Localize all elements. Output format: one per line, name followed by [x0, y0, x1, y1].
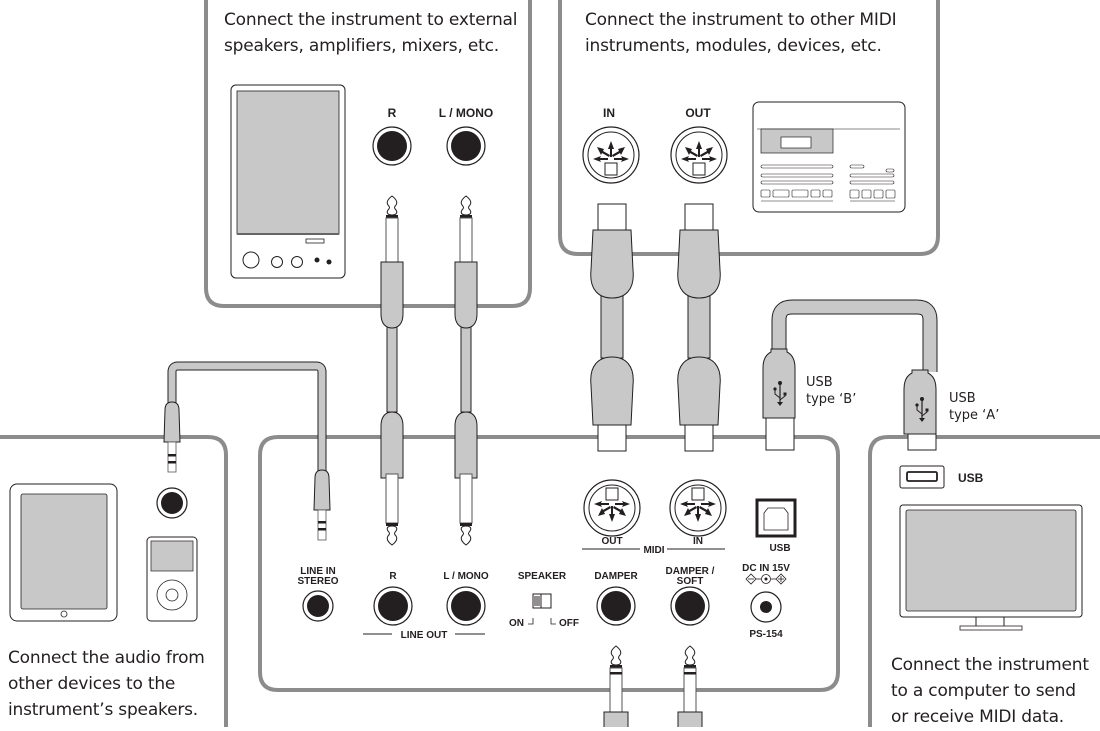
audio-input-caption: Connect the audio from other devices to …	[8, 645, 205, 723]
adapter-label: PS-154	[749, 629, 783, 640]
ext-midi-out-socket-icon	[670, 126, 728, 184]
ext-r-label: R	[388, 106, 397, 120]
speaker-on-label: ON	[509, 618, 524, 629]
dc-in-label: DC IN 15V	[742, 563, 790, 574]
damper-soft-pedal-plug	[677, 645, 703, 731]
usb-a-port-icon	[899, 465, 945, 489]
computer-panel	[868, 435, 1100, 727]
line-out-r-label: R	[389, 571, 397, 582]
line-in-jack-icon[interactable]	[302, 590, 334, 622]
tablet-icon	[9, 483, 118, 622]
ext-midi-in-label: IN	[603, 106, 615, 120]
usb-a-label-line2: type ‘A’	[949, 408, 999, 423]
ext-midi-in-socket-icon	[582, 126, 640, 184]
computer-caption-line3: or receive MIDI data.	[891, 707, 1065, 727]
midi-devices-caption: Connect the instrument to other MIDI ins…	[585, 7, 897, 59]
speaker-switch[interactable]	[528, 593, 556, 625]
line-out-lmono-jack-icon[interactable]	[446, 586, 486, 626]
midi-out-socket-icon[interactable]	[583, 479, 641, 537]
damper-soft-label-2: SOFT	[677, 576, 704, 587]
audio-input-caption-line3: instrument’s speakers.	[8, 700, 198, 720]
midi-devices-panel	[558, 0, 940, 256]
ext-lmono-jack-icon	[446, 126, 486, 166]
damper-label: DAMPER	[594, 571, 638, 582]
speaker-off-label: OFF	[559, 618, 579, 629]
midi-devices-caption-line2: instruments, modules, devices, etc.	[585, 36, 882, 56]
media-player-jack-icon	[156, 487, 188, 519]
audio-input-caption-line2: other devices to the	[8, 674, 176, 694]
computer-caption: Connect the instrument to a computer to …	[891, 652, 1089, 730]
midi-in-label: IN	[693, 536, 703, 547]
usb-b-label-line2: type ‘B’	[806, 392, 856, 407]
media-player-icon	[146, 536, 198, 622]
dc-polarity-icon	[745, 573, 787, 585]
ext-lmono-label: L / MONO	[439, 106, 493, 120]
midi-group-label: MIDI	[643, 545, 664, 556]
line-in-label-1: LINE IN	[300, 566, 336, 577]
usb-b-label-line1: USB	[806, 375, 833, 390]
audio-input-caption-line1: Connect the audio from	[8, 648, 205, 668]
damper-pedal-plug	[603, 645, 629, 731]
external-audio-panel	[204, 0, 532, 308]
dc-in-jack-icon[interactable]	[750, 591, 782, 623]
line-out-group-label: LINE OUT	[401, 630, 448, 641]
midi-module-icon	[752, 101, 906, 213]
ext-midi-out-label: OUT	[685, 106, 711, 120]
usb-b-port-icon[interactable]	[755, 498, 797, 538]
audio-input-panel	[0, 435, 228, 727]
computer-caption-line2: to a computer to send	[891, 681, 1076, 701]
computer-usb-label: USB	[958, 471, 984, 485]
midi-in-cable	[590, 203, 634, 452]
line-out-r-jack-icon[interactable]	[373, 586, 413, 626]
damper-soft-jack-icon[interactable]	[670, 586, 710, 626]
midi-out-cable	[677, 203, 721, 452]
line-out-lmono-label: L / MONO	[443, 571, 489, 582]
line-in-label-2: STEREO	[297, 576, 338, 587]
damper-jack-icon[interactable]	[596, 586, 636, 626]
line-out-r-cable	[380, 195, 404, 546]
damper-soft-label-1: DAMPER /	[666, 566, 715, 577]
midi-devices-caption-line1: Connect the instrument to other MIDI	[585, 10, 897, 30]
ext-r-jack-icon	[372, 126, 412, 166]
external-audio-caption: Connect the instrument to external speak…	[224, 7, 517, 59]
midi-out-label: OUT	[601, 536, 622, 547]
external-audio-caption-line2: speakers, amplifiers, mixers, etc.	[224, 36, 499, 56]
external-audio-caption-line1: Connect the instrument to external	[224, 10, 518, 30]
speaker-label: SPEAKER	[518, 571, 567, 582]
computer-monitor-icon	[899, 504, 1083, 631]
line-out-l-cable	[454, 195, 478, 546]
usb-cable	[762, 299, 938, 451]
powered-speaker-icon	[230, 84, 346, 279]
midi-in-socket-icon[interactable]	[669, 479, 727, 537]
line-in-cable	[163, 361, 331, 541]
instrument-panel	[258, 435, 840, 692]
usb-a-label-line1: USB	[949, 391, 976, 406]
usb-port-label: USB	[769, 543, 790, 554]
computer-caption-line1: Connect the instrument	[891, 655, 1089, 675]
